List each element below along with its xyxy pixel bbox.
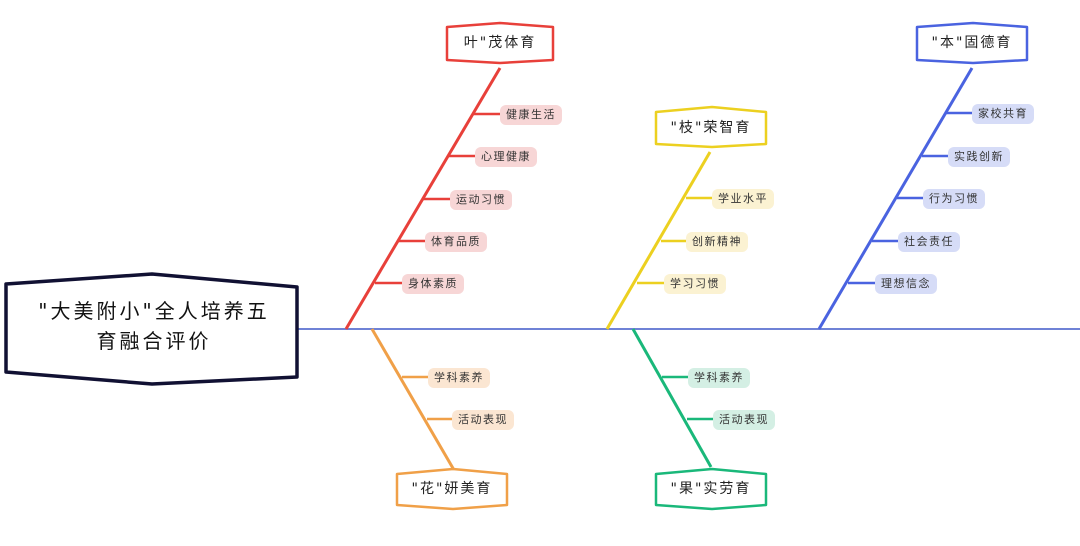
sub-item-mei-1: 学科素养 (428, 368, 490, 388)
branch-title-ti: 叶"茂体育 (463, 35, 537, 51)
head-box-de (915, 21, 1029, 65)
sub-item-lao-1: 学科素养 (688, 368, 750, 388)
sub-item-de-2: 实践创新 (948, 147, 1010, 167)
sub-item-ti-3: 运动习惯 (450, 190, 512, 210)
sub-item-zhi-2: 创新精神 (686, 232, 748, 252)
sub-item-ti-4: 体育品质 (425, 232, 487, 252)
sub-item-zhi-1: 学业水平 (712, 189, 774, 209)
sub-item-ti-5: 身体素质 (402, 274, 464, 294)
branch-title-de: "本"固德育 (931, 35, 1013, 51)
sub-item-ti-1: 健康生活 (500, 105, 562, 125)
root-head-box (4, 272, 299, 386)
branch-line-lao (631, 328, 713, 468)
head-box-zhi (654, 105, 768, 149)
sub-item-de-5: 理想信念 (875, 274, 937, 294)
branch-line-zhi (605, 151, 712, 330)
sub-item-zhi-3: 学习习惯 (664, 274, 726, 294)
branch-line-de (817, 67, 974, 330)
root-title: "大美附小"全人培养五 育融合评价 (14, 296, 294, 356)
root-title-line1: "大美附小"全人培养五 (38, 299, 270, 323)
branch-title-lao: "果"实劳育 (670, 481, 752, 497)
sub-item-mei-2: 活动表现 (452, 410, 514, 430)
sub-item-de-4: 社会责任 (898, 232, 960, 252)
sub-item-de-1: 家校共育 (972, 104, 1034, 124)
branch-line-mei (370, 328, 456, 471)
sub-item-lao-2: 活动表现 (713, 410, 775, 430)
head-box-lao (654, 467, 768, 511)
root-title-line2: 育融合评价 (96, 329, 212, 353)
head-box-ti (445, 21, 555, 65)
sub-item-ti-2: 心理健康 (475, 147, 537, 167)
branch-title-mei: "花"妍美育 (411, 481, 493, 497)
head-box-mei (395, 467, 509, 511)
branch-title-zhi: "枝"荣智育 (670, 120, 752, 136)
sub-item-de-3: 行为习惯 (923, 189, 985, 209)
